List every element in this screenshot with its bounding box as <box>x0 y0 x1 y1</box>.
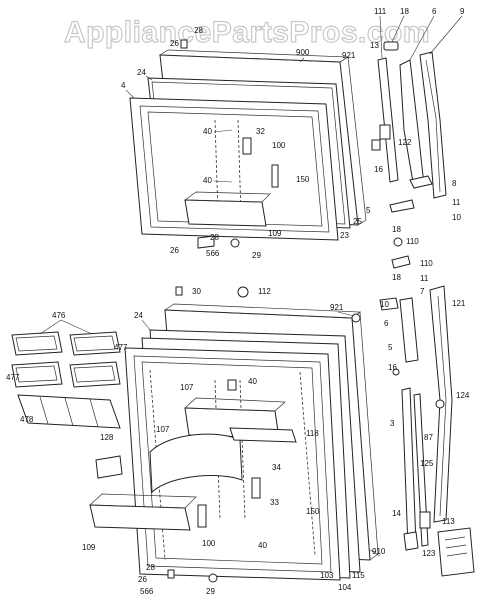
callout-110: 110 <box>406 237 419 246</box>
callout-29: 29 <box>206 587 215 596</box>
callout-103: 103 <box>320 571 334 580</box>
callout-24: 24 <box>134 311 143 320</box>
callout-10: 10 <box>380 300 389 309</box>
callout-109: 109 <box>82 543 96 552</box>
fresh-food-shelf-bottom <box>89 504 191 531</box>
callout-32: 32 <box>256 127 265 136</box>
watermark: AppliancePartsPros.com <box>64 16 430 49</box>
callout-150: 150 <box>306 507 320 516</box>
butter-compartment <box>149 433 243 494</box>
callout-26: 26 <box>138 575 147 584</box>
callout-11: 11 <box>452 198 461 207</box>
callout-5: 5 <box>388 343 393 352</box>
callout-150: 150 <box>296 175 310 184</box>
callout-29: 29 <box>252 251 261 260</box>
callout-14: 14 <box>392 509 401 518</box>
callout-87: 87 <box>424 433 433 442</box>
callout-100: 100 <box>272 141 286 150</box>
callout-115: 115 <box>352 571 365 580</box>
callout-25: 25 <box>353 217 362 226</box>
callout-112: 112 <box>258 287 271 296</box>
callout-118: 118 <box>306 429 319 438</box>
callout-566: 566 <box>206 249 220 258</box>
callout-477: 477 <box>114 343 128 352</box>
freezer-door-assembly <box>129 39 367 249</box>
callout-122: 122 <box>398 138 412 147</box>
callout-100: 100 <box>202 539 216 548</box>
callout-40: 40 <box>203 127 212 136</box>
callout-121: 121 <box>452 299 466 308</box>
callout-128: 128 <box>100 433 114 442</box>
callout-26: 26 <box>170 39 179 48</box>
callout-16: 16 <box>374 165 383 174</box>
callout-40: 40 <box>258 541 267 550</box>
callout-921: 921 <box>330 303 344 312</box>
freezer-hinge-strips <box>371 41 447 269</box>
callout-40: 40 <box>203 176 212 185</box>
callout-18: 18 <box>392 225 401 234</box>
callout-23: 23 <box>340 231 349 240</box>
callout-5: 5 <box>366 206 371 215</box>
callout-478: 478 <box>20 415 34 424</box>
callout-921: 921 <box>342 51 356 60</box>
callout-900: 900 <box>296 48 310 57</box>
door-bins <box>11 331 123 479</box>
callout-33: 33 <box>270 498 279 507</box>
callout-28: 28 <box>194 26 203 35</box>
callout-40: 40 <box>248 377 257 386</box>
callout-6: 6 <box>384 319 389 328</box>
callout-910: 910 <box>372 547 386 556</box>
callout-110: 110 <box>420 259 433 268</box>
fresh-food-hinge-strips <box>379 285 475 577</box>
fresh-food-door-assembly <box>89 286 379 583</box>
callout-9: 9 <box>460 7 465 16</box>
callout-107: 107 <box>156 425 170 434</box>
callout-477: 477 <box>6 373 20 382</box>
callout-18: 18 <box>392 273 401 282</box>
callout-7: 7 <box>420 287 425 296</box>
callout-124: 124 <box>456 391 470 400</box>
callout-13: 13 <box>370 41 379 50</box>
callout-3: 3 <box>390 419 395 428</box>
callout-28: 28 <box>210 233 219 242</box>
callout-123: 123 <box>422 549 436 558</box>
callout-8: 8 <box>452 179 457 188</box>
callout-16: 16 <box>388 363 397 372</box>
callout-109: 109 <box>268 229 282 238</box>
callout-104: 104 <box>338 583 352 592</box>
freezer-door-shelf <box>184 199 267 227</box>
leader-lines <box>39 15 463 557</box>
callout-113: 113 <box>442 517 455 526</box>
callout-labels: 111 18 6 9 28 26 13 900 921 24 4 40 32 1… <box>6 7 470 596</box>
callout-107: 107 <box>180 383 194 392</box>
callout-4: 4 <box>121 81 126 90</box>
callout-125: 125 <box>420 459 434 468</box>
callout-476: 476 <box>52 311 66 320</box>
callout-26: 26 <box>170 246 179 255</box>
callout-24: 24 <box>137 68 146 77</box>
callout-11: 11 <box>420 274 429 283</box>
callout-10: 10 <box>452 213 461 222</box>
callout-34: 34 <box>272 463 281 472</box>
callout-18: 18 <box>400 7 409 16</box>
callout-30: 30 <box>192 287 201 296</box>
callout-111: 111 <box>374 7 387 16</box>
callout-6: 6 <box>432 7 437 16</box>
callout-566: 566 <box>140 587 154 596</box>
callout-28: 28 <box>146 563 155 572</box>
freezer-door-liner <box>129 97 339 241</box>
